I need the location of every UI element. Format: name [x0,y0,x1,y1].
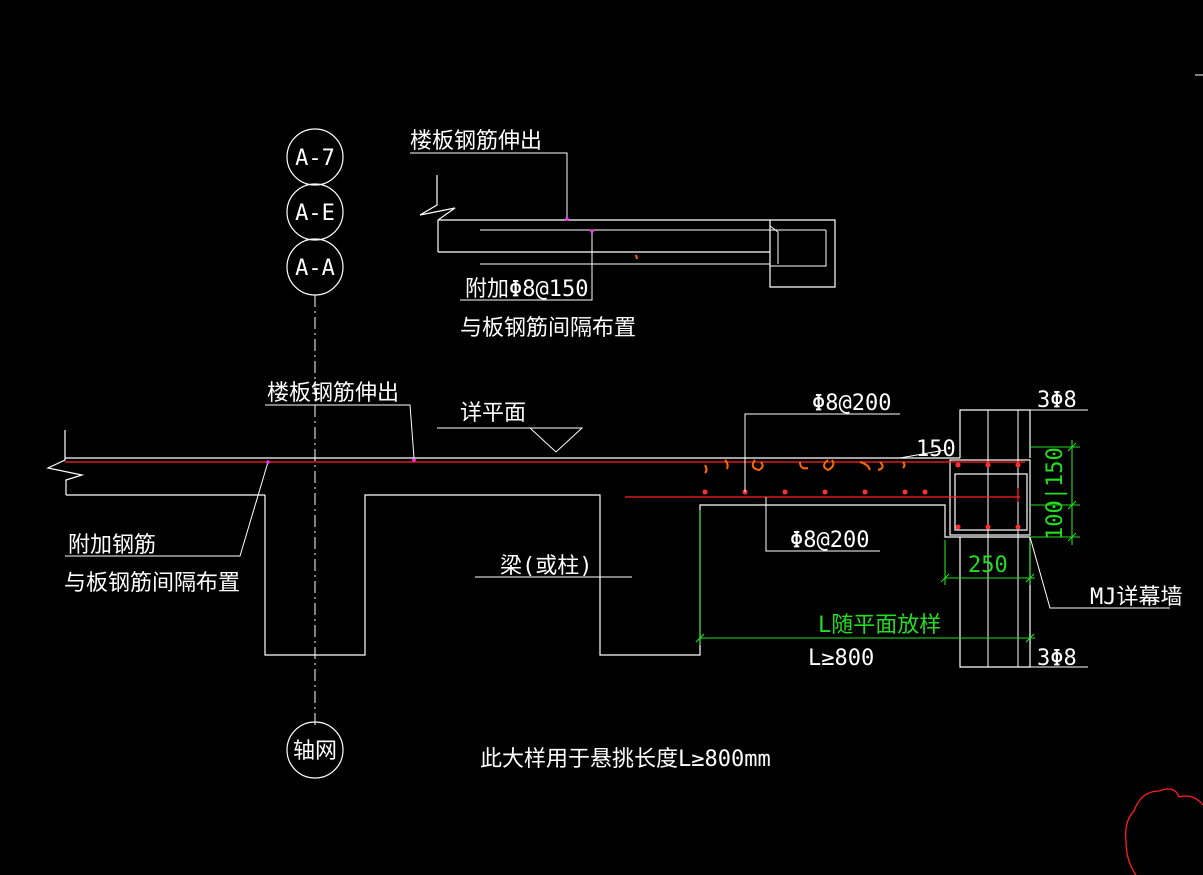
label-length-plan: L随平面放样 [818,613,941,638]
see-plan-triangle [528,427,584,453]
top-slab-detail [410,152,836,301]
dim-250 [940,540,1035,585]
axis-bubble-grid: 轴网 [286,721,344,779]
axis-bubble-aa: A-A [286,238,344,296]
label-extra-rebar-top-2: 与板钢筋间隔布置 [460,316,636,341]
label-see-plan: 详平面 [460,401,526,426]
label-slab-rebar-main: 楼板钢筋伸出 [267,381,399,406]
top-leader-slab-rebar [410,152,568,218]
label-dim-150: 150 [916,437,956,462]
axis-bubble-a7: A-7 [286,128,344,186]
label-slab-rebar-top: 楼板钢筋伸出 [410,129,542,154]
label-beam: 梁(或柱) [500,554,593,579]
label-curtain-wall: MJ详幕墙 [1090,585,1183,610]
axis-bubble-ae: A-E [286,183,344,241]
top-slab-outline [438,219,836,288]
label-note: 此大样用于悬挑长度L≥800mm [480,747,771,772]
label-extra-rebar-1: 附加钢筋 [68,533,156,558]
label-dim-vertical: 100|150 [1043,447,1068,540]
axis-label-a7: A-7 [295,146,335,171]
leader-curtain-wall [1029,536,1170,609]
label-rebar-bottom: Φ8@200 [790,528,869,553]
leader-rebar-top [744,413,900,492]
label-rebar-top: Φ8@200 [812,391,891,416]
dim-vertical [1030,440,1080,545]
leader-extra-rebar [65,461,269,557]
top-leader-extra-rebar [460,232,593,301]
rebar-hooks [704,459,906,474]
axis-label-ae: A-E [295,201,335,226]
label-bottom-bars: 3Φ8 [1037,646,1077,671]
main-break-line [46,430,85,495]
axis-label-grid: 轴网 [293,739,337,764]
leader-slab-rebar-main [265,404,415,459]
rebar-dots [702,462,1021,530]
top-break-line [419,175,456,252]
leader-rebar-bottom [765,497,880,552]
label-length-min: L≥800 [808,646,874,671]
beam-outline [264,494,1030,656]
main-section [46,404,1170,668]
curtain-wall-outline [959,537,1031,668]
label-extra-rebar-top-1: 附加Φ8@150 [465,277,588,302]
label-extra-rebar-2: 与板钢筋间隔布置 [64,571,240,596]
dim-length [695,510,1035,645]
label-top-bars: 3Φ8 [1037,388,1077,413]
label-dim-250: 250 [968,553,1008,578]
axis-label-aa: A-A [295,256,335,281]
revision-cloud [1125,788,1203,875]
